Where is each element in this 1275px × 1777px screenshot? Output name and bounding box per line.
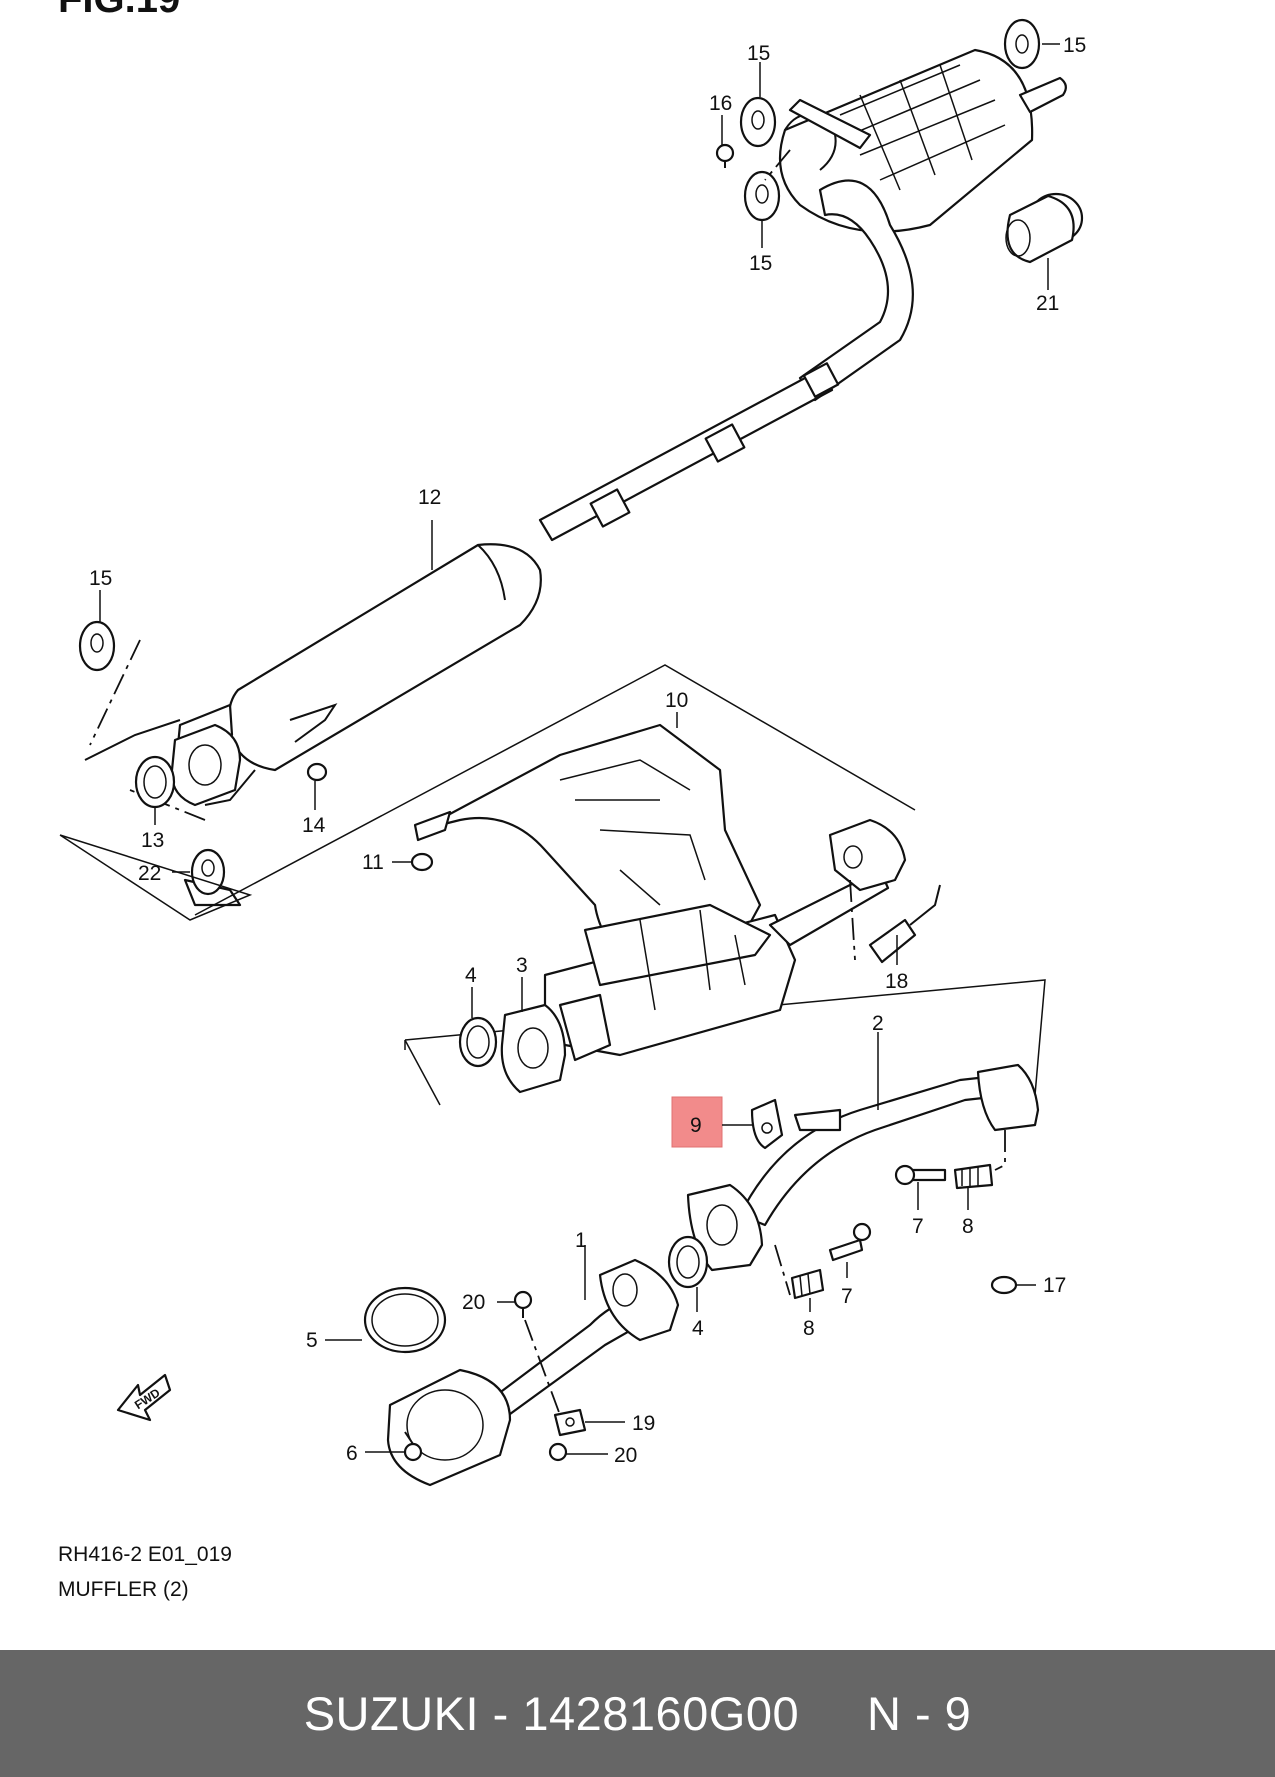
callout-7b: 7 [841, 1285, 853, 1308]
callout-22: 22 [138, 862, 161, 885]
exhaust-pipe-1 [386, 1258, 680, 1487]
footer-brand: SUZUKI [303, 1687, 480, 1740]
forward-arrow-icon: FWD [116, 1373, 172, 1422]
callout-11: 11 [362, 851, 384, 874]
bolt-20b [548, 1442, 568, 1462]
footer-spacer [799, 1686, 867, 1741]
gasket-4a [458, 1016, 498, 1068]
gasket-5 [363, 1286, 447, 1354]
center-pipe-12 [84, 362, 840, 807]
callout-10: 10 [665, 689, 688, 712]
gasket-4b [667, 1235, 709, 1289]
muffler-protector-21 [1005, 192, 1084, 264]
rubber-mount-15a [1003, 18, 1041, 70]
callout-12: 12 [418, 486, 441, 509]
callout-21: 21 [1036, 292, 1059, 315]
callout-6: 6 [346, 1442, 358, 1465]
callout-18: 18 [885, 970, 908, 993]
rubber-mount-15d [78, 620, 116, 672]
nut-14 [306, 762, 328, 782]
callout-5: 5 [306, 1329, 318, 1352]
nut-11 [410, 852, 434, 872]
leader-lines [99, 43, 1060, 1455]
flange-3 [500, 1003, 567, 1094]
highlight-callout: 9 [690, 1114, 702, 1137]
callout-16: 16 [709, 92, 732, 115]
rubber-mount-15c [743, 170, 781, 222]
catalytic-converter [543, 818, 907, 1062]
footer-part-number: 1428160G00 [522, 1687, 800, 1740]
bracket-9 [750, 1098, 784, 1150]
oxygen-sensor-18 [868, 884, 941, 964]
bolts-springs [790, 1163, 994, 1300]
callout-8a: 8 [962, 1215, 974, 1238]
diagram-title: MUFFLER (2) [58, 1578, 189, 1601]
callout-15b: 15 [747, 42, 770, 65]
callout-4a: 4 [465, 964, 477, 987]
callout-20b: 20 [614, 1444, 637, 1467]
callout-20a: 20 [462, 1291, 485, 1314]
callout-17: 17 [1043, 1274, 1066, 1297]
callout-19: 19 [632, 1412, 655, 1435]
gasket-13 [134, 755, 176, 809]
footer-position-label: N - 9 [866, 1687, 972, 1740]
figure-label: FIG.19 [58, 0, 180, 21]
callout-4b: 4 [692, 1317, 704, 1340]
exhaust-parts-diagram: FIG.19 [58, 0, 1086, 1487]
hanger-22 [183, 848, 242, 907]
callout-7a: 7 [912, 1215, 924, 1238]
footer-bar: SUZUKI - 1428160G00 N - 9 [0, 1650, 1275, 1777]
callout-3: 3 [516, 954, 528, 977]
footer-separator: - [479, 1687, 523, 1740]
callout-15a: 15 [1063, 34, 1086, 57]
clip-16 [715, 143, 735, 168]
flange-2-front [686, 1183, 764, 1272]
grommet-17 [990, 1275, 1018, 1295]
callout-13: 13 [141, 829, 164, 852]
callout-8b: 8 [803, 1317, 815, 1340]
diagram-code: RH416-2 E01_019 [58, 1543, 232, 1566]
highlight-box [671, 1096, 723, 1148]
callout-15c: 15 [749, 252, 772, 275]
rear-muffler [778, 48, 1067, 402]
bracket-19 [553, 1408, 587, 1437]
rubber-mount-15b [739, 96, 777, 148]
callout-14: 14 [302, 814, 326, 837]
callout-numbers: 15 15 16 15 21 12 15 10 14 13 22 11 18 4… [89, 34, 1086, 1467]
exhaust-pipe-2 [738, 1063, 1040, 1227]
callout-15d: 15 [89, 567, 112, 590]
callout-1: 1 [575, 1229, 587, 1252]
callout-2: 2 [872, 1012, 884, 1035]
bolt-20a [513, 1290, 533, 1318]
